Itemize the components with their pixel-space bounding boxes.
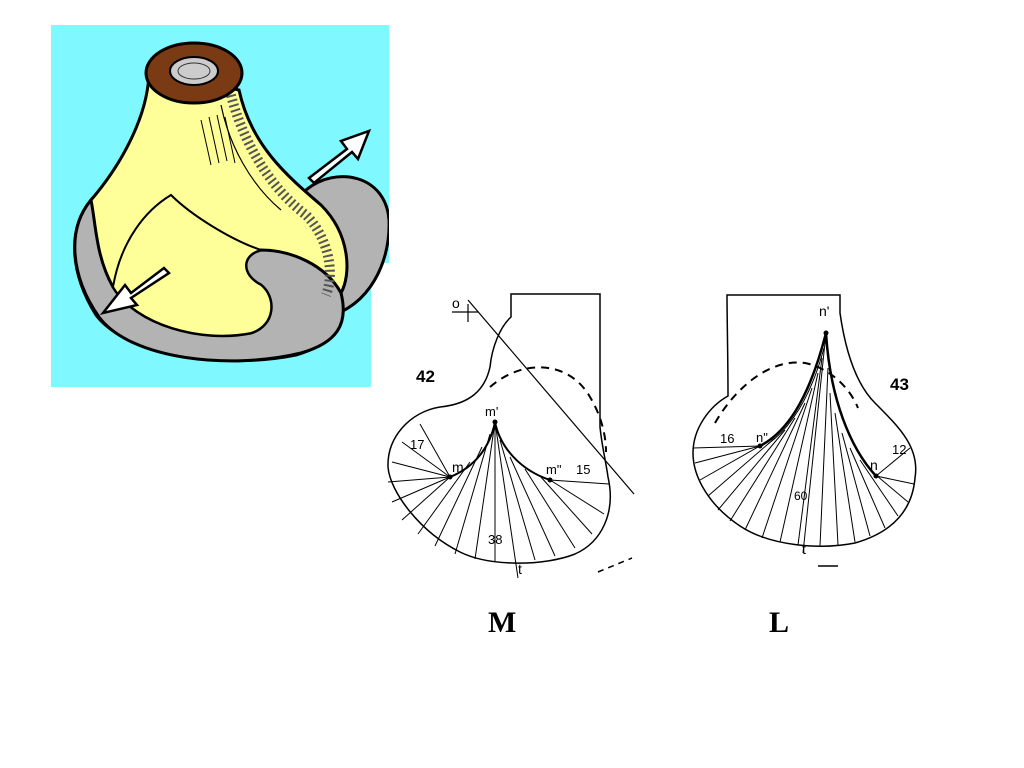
label-t: t: [802, 541, 806, 557]
label-n-prime: n': [819, 303, 829, 319]
arrow-down-left-icon: [99, 266, 171, 316]
figure-number-42: 42: [416, 367, 435, 386]
radius-lines: [692, 332, 915, 554]
evolute-curve: [759, 332, 877, 477]
dashed-contour: [489, 366, 607, 453]
label-n: n: [870, 457, 878, 473]
label-15: 15: [576, 462, 590, 477]
figure-42-medial-diagram: 42 o m' m m" 17 15 38 t: [380, 262, 636, 584]
label-n-double: n": [756, 430, 768, 445]
label-m: m: [452, 459, 464, 475]
label-m-double: m": [546, 462, 562, 477]
medullary-canal: [169, 56, 219, 86]
axis-line: [467, 299, 635, 495]
label-38: 38: [488, 532, 502, 547]
dashed-contour: [714, 361, 859, 424]
evolute-curve: [449, 421, 551, 481]
shaft-outline: [387, 293, 611, 564]
label-t: t: [518, 561, 522, 577]
caption-medial: M: [488, 606, 517, 639]
label-o: o: [452, 295, 460, 311]
label-60: 60: [794, 489, 808, 503]
shading-hatching: [200, 114, 236, 166]
arrow-up-right-icon: [307, 128, 372, 185]
femur-illustration: [51, 25, 391, 387]
radius-lines: [387, 421, 610, 579]
label-m-prime: m': [485, 404, 498, 419]
label-12: 12: [892, 442, 906, 457]
label-16: 16: [720, 431, 734, 446]
figure-number-43: 43: [890, 375, 909, 394]
figure-43-lateral-diagram: 43 n' n" n 16 12 60 t: [690, 288, 940, 578]
label-17: 17: [410, 437, 424, 452]
shaft-outline: [692, 294, 917, 547]
caption-lateral: L: [769, 606, 790, 639]
